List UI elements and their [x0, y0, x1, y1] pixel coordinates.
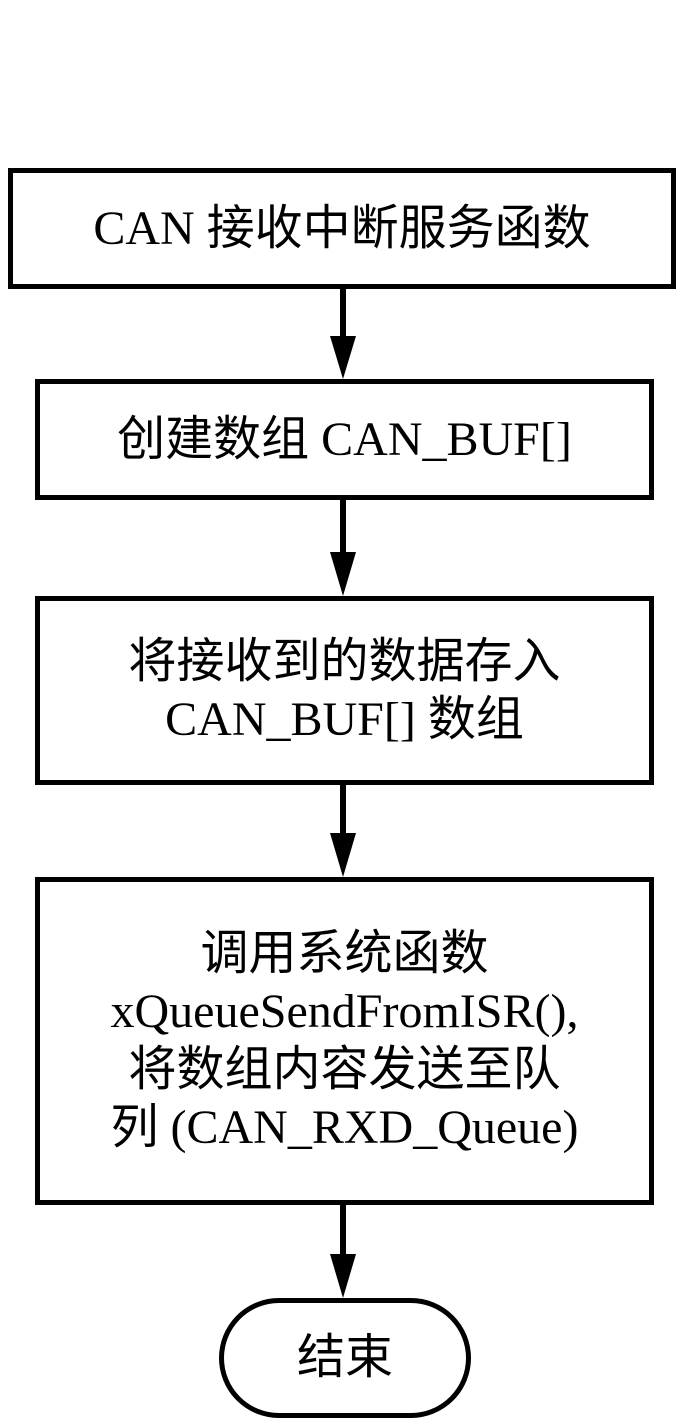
- label-line: CAN 接收中断服务函数: [93, 201, 591, 255]
- label-line: xQueueSendFromISR(),: [110, 985, 579, 1038]
- terminator-label: 结束: [297, 1329, 393, 1387]
- label-line: 将数组内容发送至队: [128, 1043, 561, 1096]
- process-box-create-array: 创建数组 CAN_BUF[]: [35, 379, 654, 500]
- arrow-2: [330, 500, 356, 596]
- process-box-label: 创建数组 CAN_BUF[]: [117, 411, 572, 469]
- process-box-label: CAN 接收中断服务函数: [93, 200, 590, 258]
- label-line: 将接收到的数据存入: [128, 634, 561, 688]
- process-box-label: 将接收到的数据存入 CAN_BUF[] 数组: [128, 633, 560, 749]
- terminator-end: 结束: [219, 1298, 471, 1418]
- process-box-send-queue: 调用系统函数 xQueueSendFromISR(), 将数组内容发送至队 列 …: [35, 877, 654, 1205]
- process-box-label: 调用系统函数 xQueueSendFromISR(), 将数组内容发送至队 列 …: [111, 925, 579, 1157]
- process-box-can-rx-isr: CAN 接收中断服务函数: [8, 168, 676, 289]
- label-line: 调用系统函数: [200, 927, 489, 980]
- label-line: 结束: [296, 1331, 393, 1384]
- label-line: 创建数组 CAN_BUF[]: [117, 412, 572, 466]
- process-box-store-data: 将接收到的数据存入 CAN_BUF[] 数组: [35, 596, 654, 785]
- label-line: 列 (CAN_RXD_Queue): [110, 1101, 579, 1154]
- arrow-3: [330, 785, 356, 877]
- arrow-4: [330, 1205, 356, 1298]
- label-line: CAN_BUF[] 数组: [165, 692, 524, 746]
- arrow-1: [330, 289, 356, 379]
